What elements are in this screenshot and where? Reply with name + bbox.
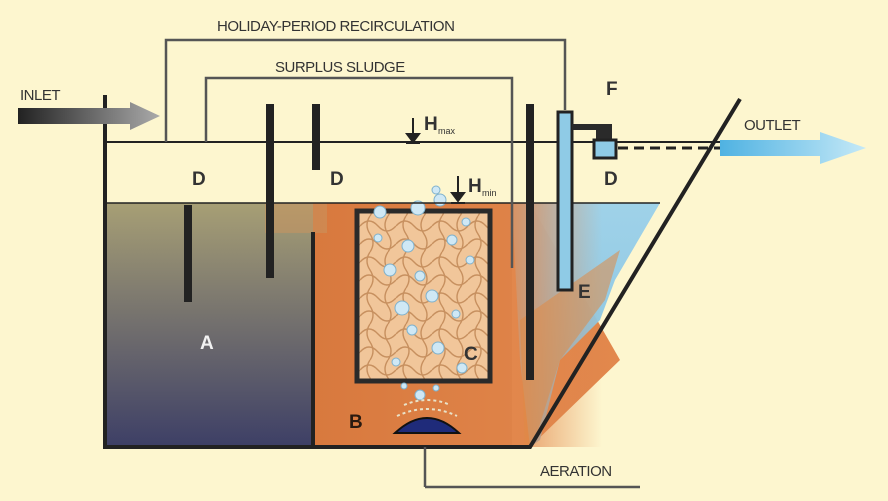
chamber-a [105,203,313,447]
inlet-arrow [18,102,160,130]
zone-d-right-label: D [604,169,618,190]
outlet-arrow [720,132,866,164]
clarifier-sludge-wedge [520,250,620,447]
outlet-label: OUTLET [744,117,801,134]
outlet-weir [592,138,618,160]
h-min-subscript: min [482,188,497,198]
h-max-subscript: max [438,126,456,136]
holiday-recirculation-label: HOLIDAY-PERIOD RECIRCULATION [217,18,454,35]
aeration-spray [396,399,458,417]
pipes [164,38,640,489]
zone-e-label: E [578,282,591,303]
h-min-label: H [468,176,482,197]
h-max-marker [405,118,421,144]
surplus-sludge-label: SURPLUS SLUDGE [275,59,405,76]
air-bubbles [373,185,475,401]
diffuser [392,417,462,434]
h-min-marker [450,176,466,204]
tube-e [556,110,574,292]
zone-d-mid-label: D [330,169,344,190]
zone-c-label: C [464,344,478,365]
inlet-label: INLET [20,87,60,104]
zone-f-label: F [606,79,618,100]
zone-b-label: B [349,412,363,433]
zone-a-label: A [200,333,214,354]
tank-walls [103,95,742,449]
zone-d-left-label: D [192,169,206,190]
h-max-label: H [424,114,438,135]
chamber-blend [265,203,327,233]
baffles [184,104,534,380]
aeration-label: AERATION [540,463,612,480]
